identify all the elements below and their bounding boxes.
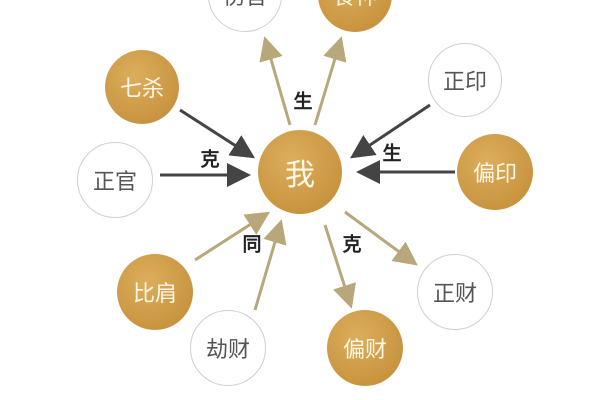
node-label: 劫财 (205, 338, 250, 363)
relation-label-ke-in: 克 (200, 148, 220, 171)
relation-label-tong: 同 (242, 233, 262, 256)
arrow-self-to-piancai (323, 224, 356, 309)
node-pianyin: 偏印 (457, 134, 533, 210)
node-label: 七杀 (119, 77, 164, 102)
node-label: 正财 (432, 282, 477, 307)
node-label: 我 (285, 158, 315, 193)
relation-label-sheng-in: 生 (382, 142, 402, 165)
relation-label-sheng-out: 生 (293, 90, 313, 113)
node-label: 伤官 (223, 0, 267, 11)
node-qisha: 七杀 (105, 50, 179, 124)
node-label: 正印 (442, 70, 487, 95)
node-piancai: 偏财 (327, 310, 403, 386)
arrow-jiecai-to-self (253, 219, 287, 311)
arrow-bijian-to-self (194, 211, 271, 262)
node-label: 偏财 (342, 338, 387, 363)
node-label: 比肩 (132, 282, 177, 307)
node-label: 食神 (333, 0, 377, 11)
node-zhengyin: 正印 (428, 43, 502, 117)
arrow-self-to-zhengcai (344, 210, 418, 266)
node-label: 正官 (92, 170, 137, 195)
node-zhengcai: 正财 (417, 254, 493, 330)
node-label: 偏印 (472, 162, 517, 187)
node-zhengguan: 正官 (77, 142, 153, 218)
arrow-self-to-shishen (313, 36, 347, 126)
node-bijian: 比肩 (117, 254, 193, 330)
node-jiecai: 劫财 (190, 310, 266, 386)
node-self: 我 (258, 130, 342, 214)
arrow-qisha-to-self (179, 108, 256, 159)
relation-label-ke-out: 克 (342, 233, 362, 256)
arrow-self-to-shangguan (259, 36, 292, 126)
arrow-zhengyin-to-self (350, 103, 431, 159)
